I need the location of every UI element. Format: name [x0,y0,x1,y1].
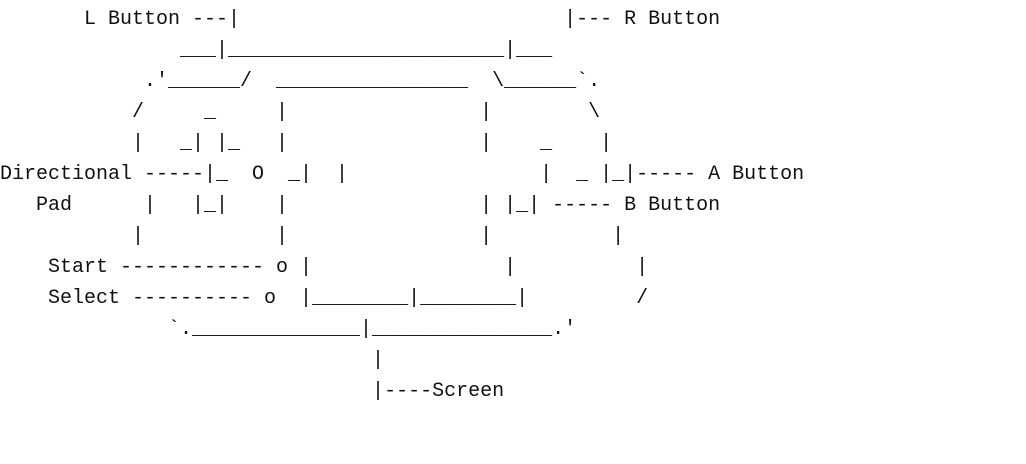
diagram-line-shoulder-top: ___|_______________________|___ [0,35,804,66]
diagram-line-pad-b-button: Pad | |_| | | |_| ----- B Button [0,190,804,221]
gameboy-ascii-diagram: L Button ---| |--- R Button ___|________… [0,4,804,407]
diagram-line-dpad-upper: | _| |_ | | _ | [0,128,804,159]
diagram-line-bottom-edge: `.______________|_______________.' [0,314,804,345]
diagram-line-select: Select ---------- o |________|________| … [0,283,804,314]
diagram-line-dpad-top: / _ | | \ [0,97,804,128]
diagram-line-directional-a-button: Directional -----|_ O _| | | _ |_|----- … [0,159,804,190]
diagram-line-screen-label: |----Screen [0,376,804,407]
diagram-line-body-middle: | | | | [0,221,804,252]
diagram-line-start: Start ------------ o | | | [0,252,804,283]
diagram-line-screen-leader: | [0,345,804,376]
diagram-line-top-edge: .'______/ ________________ \______`. [0,66,804,97]
diagram-line-l-r-buttons: L Button ---| |--- R Button [0,4,804,35]
